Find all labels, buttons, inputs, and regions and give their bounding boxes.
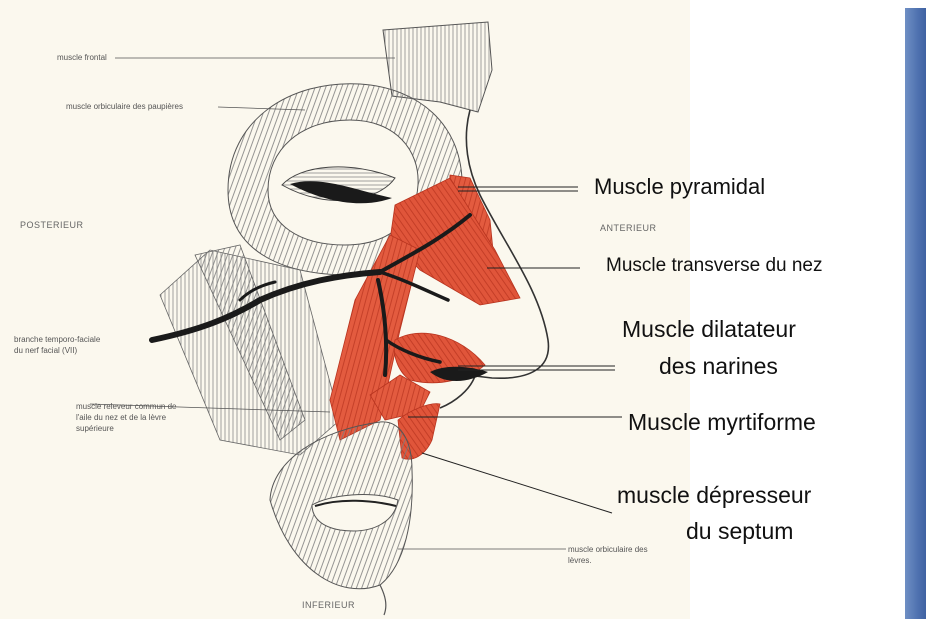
label-releveur-line1: muscle releveur commun de: [76, 402, 176, 412]
label-releveur-line3: supérieure: [76, 424, 114, 434]
lip-slit: [315, 501, 396, 506]
label-orbiculaire-paupieres: muscle orbiculaire des paupières: [66, 102, 183, 112]
annotation-dilatateur-line1: Muscle dilatateur: [622, 316, 796, 343]
label-orbiculaire-levres-line1: muscle orbiculaire des: [568, 545, 648, 555]
orientation-inferior: INFERIEUR: [302, 600, 355, 610]
annotation-depresseur-line1: muscle dépresseur: [617, 482, 811, 509]
annotation-pyramidal: Muscle pyramidal: [594, 174, 765, 200]
annotation-dilatateur-line2: des narines: [659, 353, 778, 380]
label-branche-line1: branche temporo-faciale: [14, 335, 100, 345]
annotation-depresseur-line2: du septum: [686, 518, 793, 545]
label-branche-line2: du nerf facial (VII): [14, 346, 77, 356]
orientation-anterior: ANTERIEUR: [600, 223, 657, 233]
chin-outline: [380, 585, 386, 615]
orientation-posterior: POSTERIEUR: [20, 220, 84, 230]
label-orbiculaire-levres-line2: lèvres.: [568, 556, 592, 566]
label-releveur-line2: l'aile du nez et de la lèvre: [76, 413, 166, 423]
label-muscle-frontal: muscle frontal: [57, 53, 107, 63]
annotation-transverse: Muscle transverse du nez: [606, 255, 823, 277]
annotation-myrtiforme: Muscle myrtiforme: [628, 409, 816, 436]
